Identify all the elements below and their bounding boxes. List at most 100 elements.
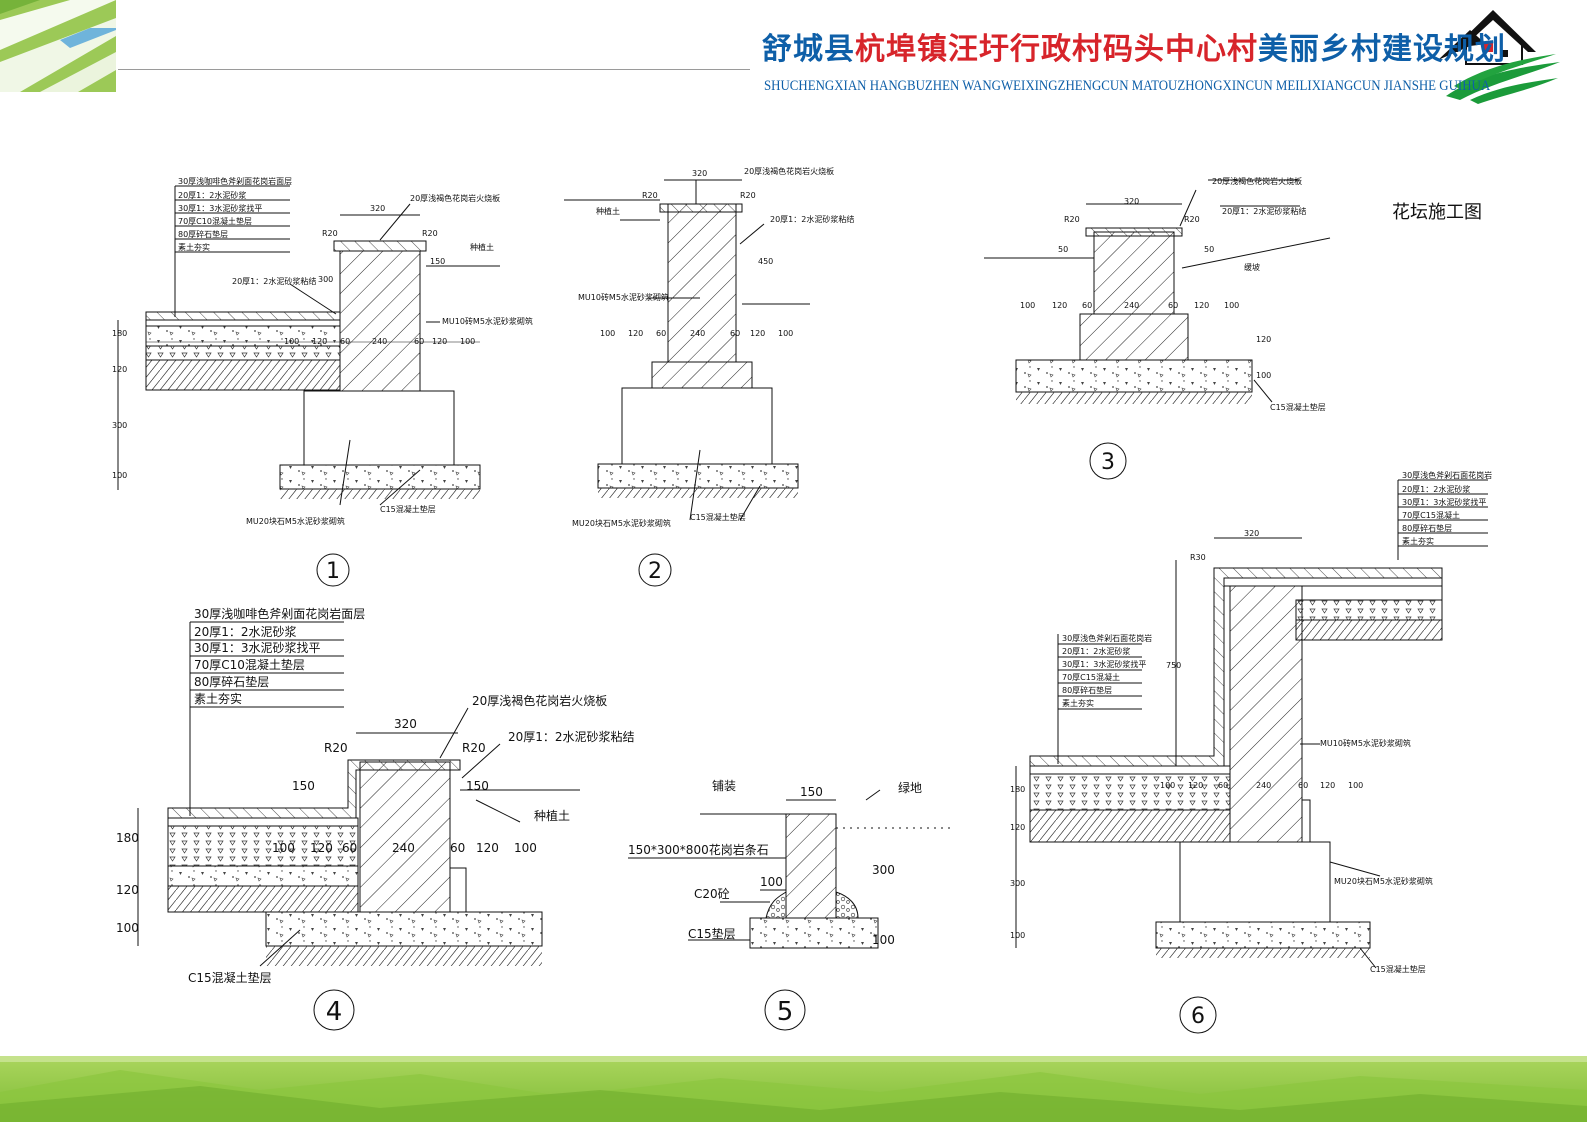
d1-dim-h-wall: 300 <box>318 275 333 284</box>
d3-dim-row-4: 240 <box>1124 301 1139 310</box>
village-house-logo <box>1438 10 1560 104</box>
d1-dim-row-3: 60 <box>340 337 350 346</box>
d2-dim-row-6: 120 <box>750 329 765 338</box>
d4-dim-row-3: 60 <box>342 841 357 855</box>
d3-dim-row-5: 60 <box>1168 301 1178 310</box>
detail-3 <box>984 179 1331 480</box>
d4-dim-left-1: 180 <box>116 831 139 845</box>
d2-wall <box>667 203 737 363</box>
d1-dim-left-2: 120 <box>112 365 127 374</box>
d6-wall-label: MU10砖M5水泥砂浆砌筑 <box>1320 738 1411 748</box>
d1-mortar-label: 20厚1：2水泥砂浆粘结 <box>232 276 316 286</box>
d6-dim-left-2: 120 <box>1010 823 1025 832</box>
d6-dim-left-3: 300 <box>1010 879 1025 888</box>
d4-dim-h-left: 150 <box>292 779 315 793</box>
d6-dim-left-1: 180 <box>1010 785 1025 794</box>
d6-dim-row-2: 120 <box>1188 781 1203 790</box>
d6-dim-left-4: 100 <box>1010 931 1025 940</box>
d3-dim-cap: 320 <box>1124 197 1139 206</box>
d4-soil-label: 种植土 <box>534 808 570 823</box>
d6-lower-layer-4: 70厚C15混凝土 <box>1062 672 1120 682</box>
d1-dim-left-4: 100 <box>112 471 127 480</box>
d1-cap-label: 20厚浅褐色花岗岩火烧板 <box>410 193 500 203</box>
d5-curb-stone <box>785 813 837 919</box>
d3-number: 3 <box>1101 450 1115 475</box>
detail-1 <box>117 185 500 587</box>
d4-dim-h-right: 150 <box>466 779 489 793</box>
d3-cap-label: 20厚浅褐色花岗岩火烧板 <box>1212 176 1302 186</box>
detail-4 <box>137 621 580 1031</box>
d5-pad <box>749 917 879 949</box>
d2-dim-row-1: 100 <box>600 329 615 338</box>
d2-dim-row-2: 120 <box>628 329 643 338</box>
d2-dim-h-wall: 450 <box>758 257 773 266</box>
d1-pad <box>279 464 481 490</box>
d2-dim-row-5: 60 <box>730 329 740 338</box>
d6-upper-layer-5: 80厚碎石垫层 <box>1402 523 1452 533</box>
d5-dim-pad: 100 <box>872 933 895 947</box>
d1-dim-r-left: R20 <box>322 229 338 238</box>
d3-dim-h-left: 50 <box>1058 245 1068 254</box>
d4-dim-row-6: 120 <box>476 841 499 855</box>
d3-wall <box>1093 231 1175 315</box>
d5-number: 5 <box>777 997 794 1027</box>
d4-layer-4: 70厚C10混凝土垫层 <box>194 657 305 672</box>
d1-dim-row-4: 240 <box>372 337 387 346</box>
d6-lower-layer-5: 80厚碎石垫层 <box>1062 685 1112 695</box>
d4-layer-2: 20厚1：2水泥砂浆 <box>194 624 297 639</box>
d1-dim-row-2: 120 <box>312 337 327 346</box>
d1-dim-row-5: 60 <box>414 337 424 346</box>
d1-soil-label: 种植土 <box>470 242 494 252</box>
d3-dim-row-2: 120 <box>1052 301 1067 310</box>
d1-dim-left-1: 180 <box>112 329 127 338</box>
d3-dim-row-1: 100 <box>1020 301 1035 310</box>
d3-dim-right-2: 100 <box>1256 371 1271 380</box>
d1-dim-r-right: R20 <box>422 229 438 238</box>
d3-slope-label: 缓坡 <box>1244 262 1260 272</box>
d4-dim-r-right: R20 <box>462 741 486 755</box>
d5-stone-label: 150*300*800花岗岩条石 <box>628 842 769 857</box>
field-pattern-logo <box>0 0 116 92</box>
d1-layer-5: 80厚碎石垫层 <box>178 229 228 239</box>
d6-dim-row-3: 60 <box>1218 781 1228 790</box>
detail-6 <box>1015 479 1488 1034</box>
d1-wall-label: MU10砖M5水泥砂浆砌筑 <box>442 316 533 326</box>
d6-dim-r: R30 <box>1190 553 1206 562</box>
footer-band <box>0 1056 1587 1122</box>
d2-dim-r-left: R20 <box>642 191 658 200</box>
d6-lower-layer-1: 30厚浅色斧剁石面花岗岩 <box>1062 633 1152 643</box>
d6-upper-layer-3: 30厚1：3水泥砂浆找平 <box>1402 497 1486 507</box>
d1-dim-row-1: 100 <box>284 337 299 346</box>
sheet-title: 花坛施工图 <box>1392 202 1482 223</box>
d1-layer-6: 素土夯实 <box>178 242 210 252</box>
d4-number: 4 <box>326 997 343 1027</box>
d1-wall <box>339 240 421 392</box>
d4-dim-row-2: 120 <box>310 841 333 855</box>
d4-dim-row-4: 240 <box>392 841 415 855</box>
d2-found-label: MU20块石M5水泥砂浆砌筑 <box>572 518 671 528</box>
d2-wall-label: MU10砖M5水泥砂浆砌筑 <box>578 292 669 302</box>
d2-soil-label: 种植土 <box>596 206 620 216</box>
d6-wall <box>1229 585 1303 843</box>
d6-dim-cap: 320 <box>1244 529 1259 538</box>
d3-pad-label: C15混凝土垫层 <box>1270 402 1326 412</box>
title-plan: 美丽乡村建设规划 <box>1258 32 1506 67</box>
d2-number: 2 <box>648 559 662 584</box>
d4-dim-r-left: R20 <box>324 741 348 755</box>
d4-layer-1: 30厚浅咖啡色斧剁面花岗岩面层 <box>194 606 365 621</box>
d1-layer-1: 30厚浅咖啡色斧剁面花岗岩面层 <box>178 176 292 186</box>
d2-mortar-label: 20厚1：2水泥砂浆粘结 <box>770 214 854 224</box>
d4-mortar-label: 20厚1：2水泥砂浆粘结 <box>508 729 635 744</box>
d6-lower-layer-3: 30厚1：3水泥砂浆找平 <box>1062 659 1146 669</box>
d1-dim-row-7: 100 <box>460 337 475 346</box>
d1-layer-4: 70厚C10混凝土垫层 <box>178 216 252 226</box>
d3-dim-r-left: R20 <box>1064 215 1080 224</box>
d5-green-label: 绿地 <box>898 780 922 795</box>
d4-dim-left-3: 100 <box>116 921 139 935</box>
d6-upper-layer-2: 20厚1：2水泥砂浆 <box>1402 484 1470 494</box>
d6-dim-row-4: 240 <box>1256 781 1271 790</box>
d4-dim-left-2: 120 <box>116 883 139 897</box>
